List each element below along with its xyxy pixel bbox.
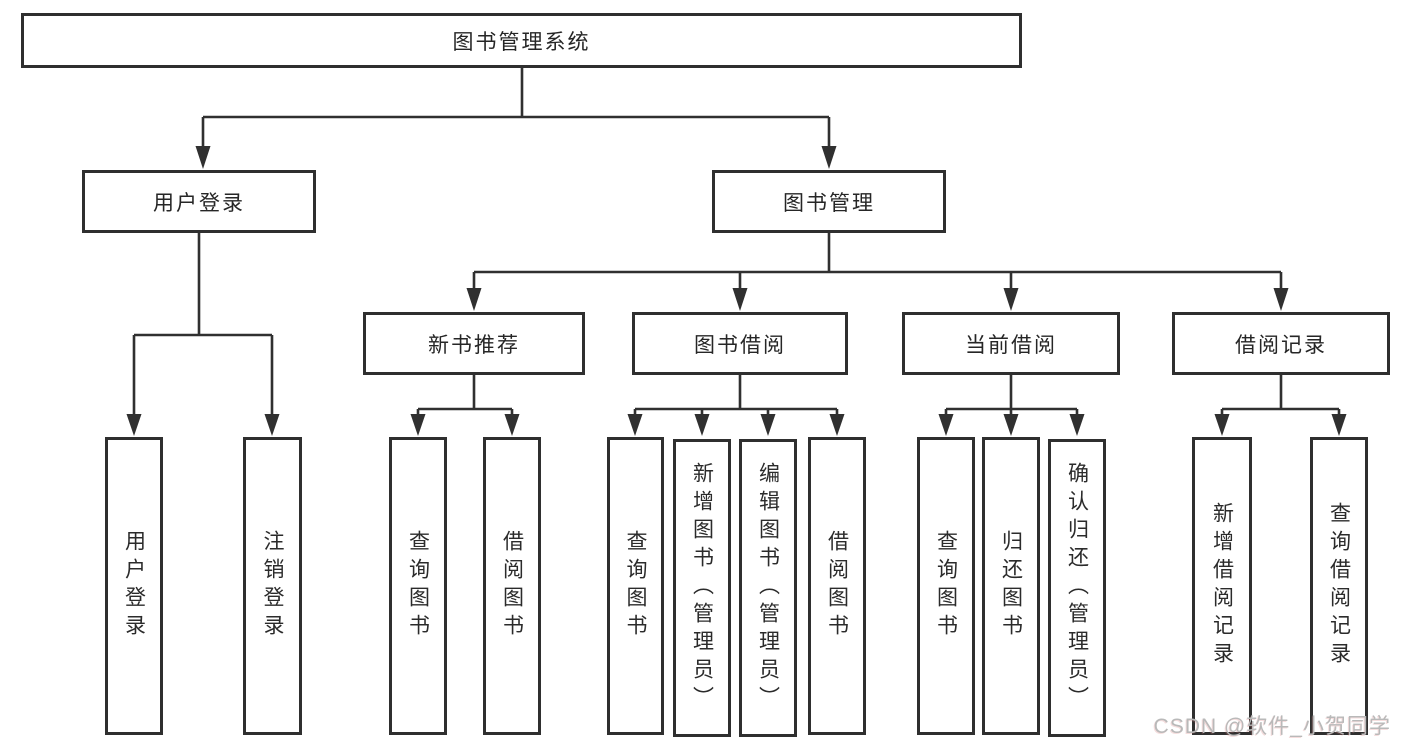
leaf-logout: 注销登录 <box>243 437 302 735</box>
leaf-borrow-edit-books-admin-label: 编辑图书（管理员） <box>756 462 780 714</box>
leaf-records-add-borrow-record-label: 新增借阅记录 <box>1210 502 1234 670</box>
node-root-library-management-system: 图书管理系统 <box>21 13 1022 68</box>
node-new-book-recommendation: 新书推荐 <box>363 312 585 375</box>
leaf-recommend-query-books: 查询图书 <box>389 437 447 735</box>
leaf-borrow-add-books-admin-label: 新增图书（管理员） <box>690 462 714 714</box>
leaf-records-query-borrow-record: 查询借阅记录 <box>1310 437 1368 735</box>
csdn-watermark: CSDN @软件_小贺同学 <box>1153 715 1391 738</box>
leaf-current-query-books: 查询图书 <box>917 437 975 735</box>
leaf-user-login: 用户登录 <box>105 437 163 735</box>
leaf-records-add-borrow-record: 新增借阅记录 <box>1192 437 1252 735</box>
leaf-logout-label: 注销登录 <box>261 530 284 642</box>
leaf-recommend-query-books-label: 查询图书 <box>406 530 430 642</box>
node-user-login: 用户登录 <box>82 170 316 233</box>
leaf-user-login-label: 用户登录 <box>122 530 146 642</box>
node-current-borrowing: 当前借阅 <box>902 312 1120 375</box>
leaf-recommend-borrow-books-label: 借阅图书 <box>500 530 524 642</box>
leaf-borrow-borrow-books: 借阅图书 <box>808 437 866 735</box>
leaf-current-confirm-return-admin: 确认归还（管理员） <box>1048 439 1106 737</box>
node-book-borrowing: 图书借阅 <box>632 312 848 375</box>
leaf-borrow-edit-books-admin: 编辑图书（管理员） <box>739 439 797 737</box>
leaf-records-query-borrow-record-label: 查询借阅记录 <box>1327 502 1351 670</box>
leaf-current-confirm-return-admin-label: 确认归还（管理员） <box>1065 462 1089 714</box>
leaf-borrow-borrow-books-label: 借阅图书 <box>825 530 849 642</box>
leaf-borrow-query-books-label: 查询图书 <box>624 530 647 642</box>
leaf-recommend-borrow-books: 借阅图书 <box>483 437 541 735</box>
leaf-current-return-books: 归还图书 <box>982 437 1040 735</box>
leaf-current-return-books-label: 归还图书 <box>999 530 1023 642</box>
leaf-borrow-add-books-admin: 新增图书（管理员） <box>673 439 731 737</box>
node-borrowing-records: 借阅记录 <box>1172 312 1390 375</box>
leaf-current-query-books-label: 查询图书 <box>934 530 958 642</box>
leaf-borrow-query-books: 查询图书 <box>607 437 664 735</box>
node-book-management: 图书管理 <box>712 170 946 233</box>
